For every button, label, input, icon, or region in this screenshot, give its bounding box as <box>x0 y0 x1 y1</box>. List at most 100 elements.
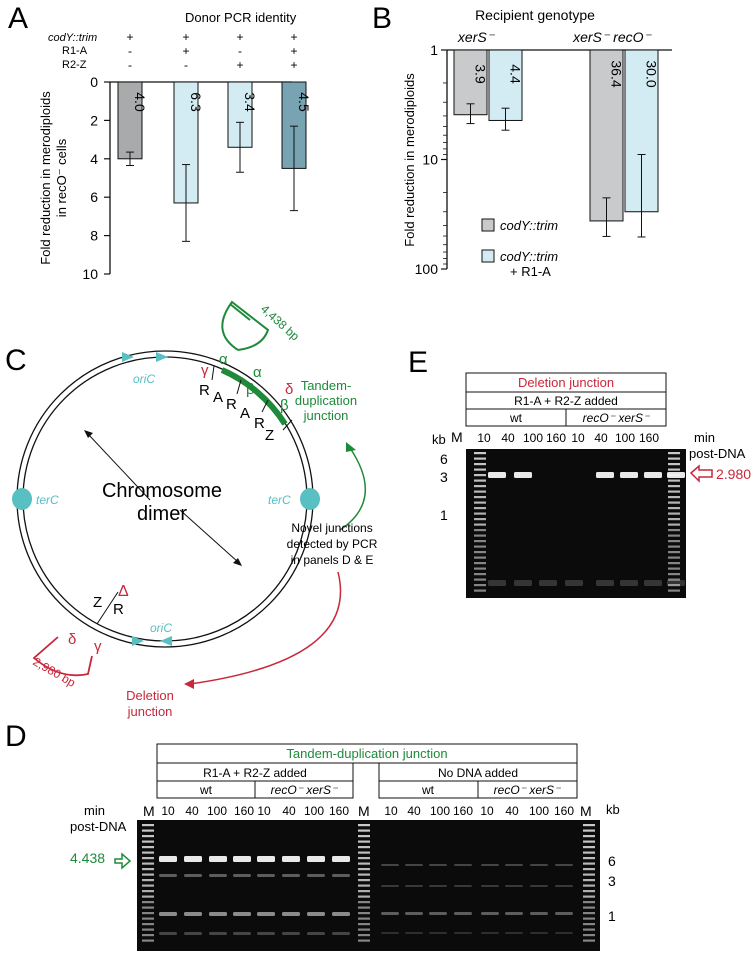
lane-label: 160 <box>453 804 473 818</box>
d-wt-1: wt <box>199 783 213 797</box>
ladder-band <box>474 496 486 499</box>
ladder-band <box>474 518 486 521</box>
ladder-band <box>583 857 595 860</box>
ladder-band <box>142 895 154 898</box>
legend-1: codY::trim <box>500 218 558 233</box>
gel-band <box>159 856 177 862</box>
e-title: Deletion junction <box>518 375 614 390</box>
terc-left: terC <box>36 493 59 507</box>
terc-left-dot <box>12 488 32 510</box>
ladder-band <box>474 551 486 554</box>
gel-band <box>555 864 573 866</box>
ladder-band <box>668 589 680 592</box>
ladder-band <box>474 512 486 515</box>
y-tick-label: 4 <box>90 151 98 167</box>
ladder-band <box>668 457 680 460</box>
ladder-band <box>583 939 595 942</box>
ladder-band <box>358 895 370 898</box>
greek-letter: δ <box>285 381 293 398</box>
ladder-band <box>474 452 486 455</box>
ladder-band <box>358 824 370 827</box>
novel-2: detected by PCR <box>287 537 378 551</box>
gel-band <box>555 912 573 915</box>
e-size-arrow <box>689 464 713 483</box>
e-kb-3: 3 <box>440 469 448 485</box>
ladder-band <box>358 906 370 909</box>
oric-bottom-arrow-right <box>160 636 172 646</box>
gel-band <box>620 580 638 586</box>
d-title-box <box>156 743 578 764</box>
oric-bottom-arrow-left <box>132 636 144 646</box>
lane-label: 10 <box>257 804 271 818</box>
gel-band <box>257 932 275 935</box>
arrow-green <box>339 447 367 531</box>
lane-label: 40 <box>282 804 296 818</box>
lane-label: 100 <box>523 431 543 445</box>
ladder-band <box>142 829 154 832</box>
ladder-band <box>474 578 486 581</box>
gel-band <box>530 932 548 934</box>
e-kb-1: 1 <box>440 507 448 523</box>
ylabel-b: Fold reduction in merodiploids <box>402 73 417 247</box>
gel-band <box>257 912 275 916</box>
gel-band <box>257 856 275 862</box>
gel-band <box>530 864 548 866</box>
ladder-band <box>668 556 680 559</box>
row-sign: - <box>184 58 188 72</box>
ladder-band <box>474 529 486 532</box>
ladder-band <box>142 846 154 849</box>
row-signs: ++++-+-+--++ <box>126 30 297 72</box>
bar <box>281 81 307 169</box>
row-sign: - <box>128 58 132 72</box>
gel-band <box>307 874 325 877</box>
gel-band <box>505 885 523 887</box>
arrow-red-head <box>184 679 194 689</box>
ladder-band <box>668 540 680 543</box>
ladder-band <box>474 463 486 466</box>
ladder-band <box>668 545 680 548</box>
ladder-band <box>358 835 370 838</box>
panel-b-title: Recipient genotype <box>475 7 595 23</box>
ladder-band <box>474 474 486 477</box>
e-postdna: post-DNA <box>689 446 746 461</box>
d-postdna: post-DNA <box>70 819 127 834</box>
ladder-band <box>583 851 595 854</box>
lane-label: 10 <box>477 431 491 445</box>
gel-band <box>429 885 447 887</box>
ladder-band <box>583 917 595 920</box>
ylabel-a-1: Fold reduction in merodiploids <box>38 91 53 265</box>
y-tick-label: 2 <box>90 112 98 128</box>
e-wt: wt <box>509 411 523 425</box>
gel-band <box>184 856 202 862</box>
gel-band <box>596 580 614 586</box>
ladder-band <box>583 895 595 898</box>
ladder-band <box>583 862 595 865</box>
y-tick-label: 1 <box>430 42 438 58</box>
gel-band <box>159 874 177 877</box>
d-kb-1: 1 <box>608 908 616 924</box>
ladder-band <box>583 879 595 882</box>
gel-band <box>481 932 499 934</box>
gel-band <box>184 874 202 877</box>
value-label: 36.4 <box>609 60 625 87</box>
value-label: 30.0 <box>644 60 660 87</box>
gel-band <box>381 932 399 934</box>
gel-band <box>454 912 472 915</box>
ladder-band <box>142 923 154 926</box>
group-label-2: xerS⁻ recO⁻ <box>572 29 652 45</box>
ladder-band <box>474 573 486 576</box>
gel-band <box>539 580 557 586</box>
gel-band <box>209 856 227 862</box>
lane-label: 10 <box>161 804 175 818</box>
row-sign: + <box>126 30 133 44</box>
gel-band <box>233 874 251 877</box>
ladder-band <box>142 873 154 876</box>
gel-band <box>481 885 499 887</box>
gel-band <box>555 885 573 887</box>
gel-band <box>481 864 499 866</box>
d-marker-left: M <box>143 803 155 819</box>
